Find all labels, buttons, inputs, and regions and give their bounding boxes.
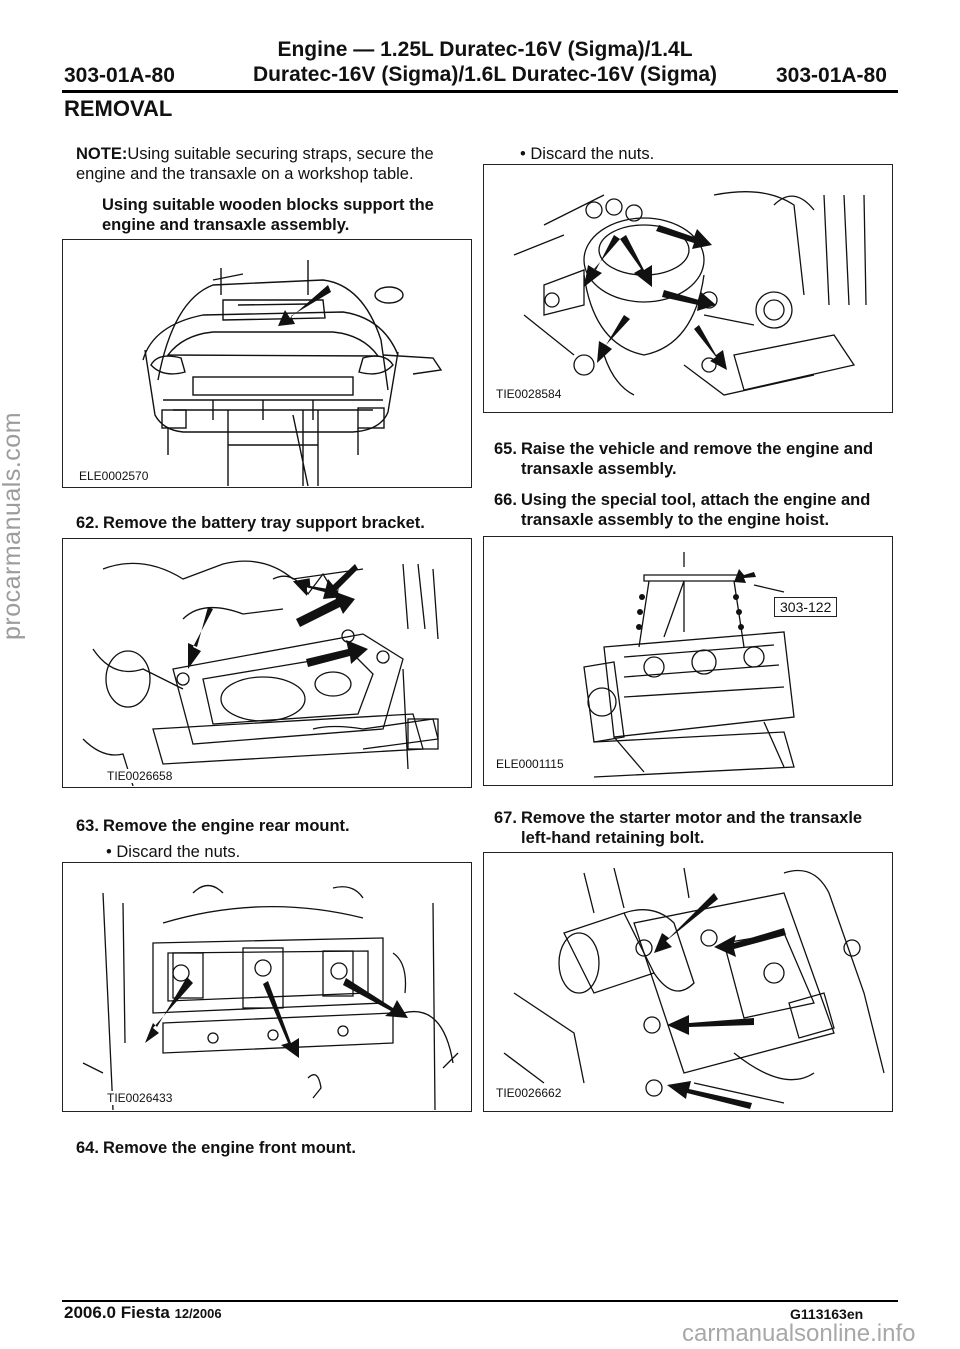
figure-code-ele0002570: ELE0002570 [77, 469, 151, 483]
note-text: Using suitable securing straps, secure t… [76, 145, 434, 183]
side-watermark-text: procarmanuals.com [0, 411, 26, 640]
step-67-text: Remove the starter motor and the transax… [521, 809, 863, 847]
step-62-text: Remove the battery tray support bracket. [103, 514, 425, 532]
figure-battery-tray: TIE0026658 [62, 538, 472, 788]
footer-date: 12/2006 [174, 1306, 222, 1321]
header-rule [62, 90, 898, 93]
step-65: 65. Raise the vehicle and remove the eng… [494, 439, 894, 481]
battery-tray-illustration [82, 560, 439, 786]
page-number-left: 303-01A-80 [64, 64, 175, 87]
footer-code: G113163en [790, 1306, 864, 1322]
figure-starter-motor: TIE0026662 [483, 852, 893, 1112]
bottom-watermark: carmanualsonline.info [682, 1320, 916, 1347]
hoist-chain-marks [636, 594, 744, 630]
footer-rule [62, 1300, 898, 1302]
page-title-line1: Engine — 1.25L Duratec-16V (Sigma)/1.4L [277, 38, 693, 61]
step-66-number: 66. [494, 491, 517, 509]
starter-motor-illustration [503, 867, 885, 1109]
figure-code-tie0026662: TIE0026662 [494, 1086, 564, 1100]
figure-front-mount: TIE0028584 [483, 164, 893, 413]
step-63-text: Remove the engine rear mount. [103, 817, 350, 835]
page-title-line2: Duratec-16V (Sigma)/1.6L Duratec-16V (Si… [252, 63, 718, 86]
step-67-number: 67. [494, 809, 517, 827]
figure-code-tie0028584: TIE0028584 [494, 387, 564, 401]
step-67: 67. Remove the starter motor and the tra… [494, 808, 894, 850]
step-64-number: 64. [76, 1139, 99, 1157]
step-65-text: Raise the vehicle and remove the engine … [521, 440, 874, 478]
figure-car-support: ELE0002570 [62, 239, 472, 488]
special-tool-callout: 303-122 [774, 597, 838, 617]
footer-model-name: 2006.0 Fiesta [64, 1303, 170, 1322]
step-64: 64. Remove the engine front mount. [76, 1138, 472, 1160]
section-title: REMOVAL [64, 96, 173, 121]
figure-code-tie0026433: TIE0026433 [105, 1091, 175, 1105]
front-mount-illustration [513, 191, 867, 396]
step-63-number: 63. [76, 817, 99, 835]
note-paragraph: NOTE:Using suitable securing straps, sec… [76, 144, 468, 184]
figure-rear-mount: TIE0026433 [62, 862, 472, 1112]
page-number-right: 303-01A-80 [776, 64, 887, 87]
step-66-text: Using the special tool, attach the engin… [521, 491, 871, 529]
step-63-subitem: Discard the nuts. [106, 842, 240, 862]
step-66: 66. Using the special tool, attach the e… [494, 490, 894, 532]
figure-engine-hoist: 303-122 ELE0001115 [483, 536, 893, 786]
step-64-text: Remove the engine front mount. [103, 1139, 357, 1157]
step-62-number: 62. [76, 514, 99, 532]
rear-mount-illustration [82, 884, 459, 1110]
car-support-illustration [142, 260, 443, 486]
footer-model: 2006.0 Fiesta 12/2006 [64, 1303, 222, 1323]
step-63: 63. Remove the engine rear mount. [76, 816, 472, 838]
wooden-blocks-step: Using suitable wooden blocks support the… [102, 196, 434, 234]
note-label: NOTE: [76, 145, 128, 163]
discard-nuts-subitem: Discard the nuts. [520, 144, 654, 164]
engine-hoist-illustration [583, 552, 795, 778]
figure-code-ele0001115: ELE0001115 [494, 757, 566, 771]
step-65-number: 65. [494, 440, 517, 458]
figure-code-tie0026658: TIE0026658 [105, 769, 175, 783]
step-62: 62. Remove the battery tray support brac… [76, 513, 472, 535]
